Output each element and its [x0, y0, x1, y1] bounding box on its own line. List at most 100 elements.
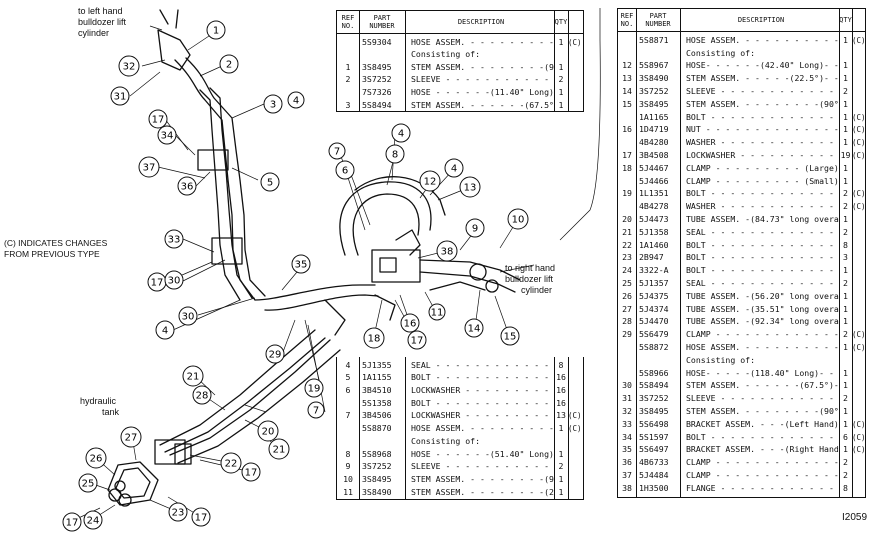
callout-circle: [219, 54, 239, 74]
callout-circle: [260, 172, 280, 192]
callout-c13: 13: [459, 176, 481, 198]
column-rule: [405, 11, 406, 111]
callout-c4b: 4: [155, 320, 175, 340]
cell-c: (C): [852, 342, 865, 352]
callout-number: 17: [66, 518, 79, 529]
callout-circle: [83, 510, 103, 530]
cell-pn: 5S8871: [639, 34, 669, 45]
cell-desc: FLANGE - - - - - - - - - - - - - - - - -…: [686, 482, 839, 493]
cell-desc: TUBE ASSEM. -(84.73" long overall)-: [686, 213, 839, 224]
header-desc: DESCRIPTION: [737, 16, 785, 24]
cell-qty: 8: [843, 239, 848, 250]
callout-circle: [220, 452, 242, 474]
cell-qty: 2: [843, 469, 848, 480]
table-row: Consisting of:: [337, 47, 583, 59]
callout-c20: 20: [257, 420, 279, 442]
cell-desc: Consisting of:: [686, 354, 756, 365]
callout-c38: 38: [436, 240, 458, 262]
cell-c: (C): [852, 445, 865, 455]
cell-qty: 1: [843, 418, 848, 429]
column-rule: [359, 11, 360, 111]
callout-number: 38: [441, 247, 454, 258]
cell-pn: 5J4375: [639, 290, 669, 301]
callout-number: 4: [451, 164, 457, 175]
label-right-cylinder: to right hand bulldozer lift cylinder: [505, 263, 555, 296]
callout-c30a: 30: [164, 270, 184, 290]
cell-pn: 2B947: [639, 252, 664, 263]
callout-c35: 35: [291, 254, 311, 274]
cell-pn: 1A1460: [639, 239, 669, 250]
cell-pn: 5S8494: [639, 380, 669, 391]
callout-number: 24: [87, 516, 100, 527]
label-line: tank: [102, 407, 120, 417]
column-rule: [568, 11, 569, 111]
note-line: (C) INDICATES CHANGES: [4, 238, 108, 248]
callout-c10: 10: [507, 208, 529, 230]
cell-qty: 2: [843, 457, 848, 468]
cell-desc: BOLT - - - - - - - - - - - - - - - - - -…: [686, 431, 839, 442]
callout-circle: [191, 507, 211, 527]
callout-c19: 19: [304, 378, 324, 398]
callout-number: 35: [295, 260, 308, 271]
cell-desc: STEM ASSEM. - - - - - -(67.5°)- -: [411, 99, 554, 110]
cell-desc: BOLT - - - - - - - - - - - - - - - - -: [411, 397, 554, 408]
callout-number: 17: [152, 115, 165, 126]
callout-circle: [206, 20, 226, 40]
cell-desc: SLEEVE - - - - - - - - - - - - - - - - -: [686, 393, 839, 404]
cell-pn: 3B4510: [362, 385, 392, 396]
cell-desc: BRACKET ASSEM. - - -(Right Hand)- - -: [686, 444, 839, 455]
cell-desc: BOLT - - - - - - - - - - - - - - - - - -…: [686, 265, 839, 276]
cell-pn: 5J4466: [639, 175, 669, 186]
cell-ref: 33: [622, 418, 632, 429]
callout-c32: 32: [118, 55, 140, 77]
cell-c: (C): [852, 419, 865, 429]
callout-c37: 37: [138, 156, 160, 178]
cell-qty: 1: [843, 111, 848, 122]
callout-number: 2: [226, 60, 232, 71]
label-left-cylinder: to left hand bulldozer lift cylinder: [78, 6, 126, 39]
header-qty: QTY: [839, 16, 852, 24]
callout-number: 29: [269, 350, 282, 361]
cell-ref: 35: [622, 444, 632, 455]
cell-pn: 5S8966: [639, 367, 669, 378]
header-part: PART NUMBER: [645, 12, 671, 28]
cell-desc: TUBE ASSEM. -(92.34" long overall)-: [686, 316, 839, 327]
callout-circle: [428, 303, 446, 321]
cell-desc: HOSE - - - - - -(51.40" Long)- -: [411, 448, 554, 459]
cell-pn: 5S6498: [639, 418, 669, 429]
cell-desc: SLEEVE - - - - - - - - - - - - - - - - -: [686, 85, 839, 96]
cell-qty: 2: [558, 461, 564, 472]
callout-c30b: 30: [178, 306, 198, 326]
cell-ref: 27: [622, 303, 632, 314]
cell-desc: HOSE ASSEM. - - - - - - - - - - - - -: [411, 423, 554, 434]
cell-c: (C): [568, 411, 582, 421]
callout-number: 7: [313, 406, 319, 417]
callout-c15: 15: [500, 326, 520, 346]
cell-desc: Consisting of:: [411, 435, 481, 446]
cell-qty: 1: [558, 99, 564, 110]
cell-c: (C): [852, 138, 865, 148]
cell-pn: 5S8870: [362, 423, 392, 434]
callout-number: 16: [404, 319, 417, 330]
callout-c3: 3: [263, 94, 283, 114]
callout-number: 18: [368, 334, 381, 345]
callout-number: 8: [392, 150, 398, 161]
cell-pn: 1A1155: [362, 372, 392, 383]
cell-desc: HOSE ASSEM. - - - - - - - - - - - - - - …: [411, 36, 554, 47]
